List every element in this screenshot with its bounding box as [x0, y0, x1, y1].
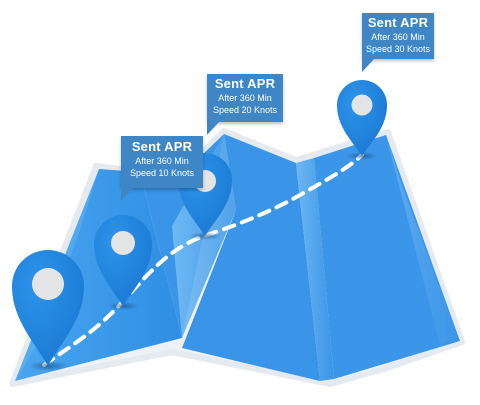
map-panel-4	[314, 135, 460, 379]
location-pin-icon	[12, 250, 84, 366]
callout-title: Sent APR	[131, 139, 193, 154]
callout-time: After 360 Min	[135, 156, 189, 166]
callout-title: Sent APR	[367, 15, 429, 30]
callout-speed-10: Sent APR After 360 Min Speed 10 Knots	[121, 136, 203, 201]
callout-speed: Speed 20 Knots	[212, 105, 278, 115]
callout-speed: Speed 30 Knots	[365, 44, 431, 54]
callout-time: After 360 Min	[218, 93, 272, 103]
callout-title: Sent APR	[214, 76, 276, 91]
route-path	[42, 153, 364, 367]
location-pin-icon	[94, 215, 152, 306]
callout-speed: Speed 10 Knots	[129, 168, 195, 178]
callout-speed-30: Sent APR After 360 Min Speed 30 Knots	[362, 13, 434, 72]
callout-speed-20: Sent APR After 360 Min Speed 20 Knots	[207, 74, 283, 135]
callout-time: After 360 Min	[371, 32, 425, 42]
map-fold-3	[386, 135, 458, 345]
map-fold-2	[296, 158, 334, 381]
map-panel-3	[182, 134, 320, 381]
location-pin-icon	[337, 80, 387, 156]
